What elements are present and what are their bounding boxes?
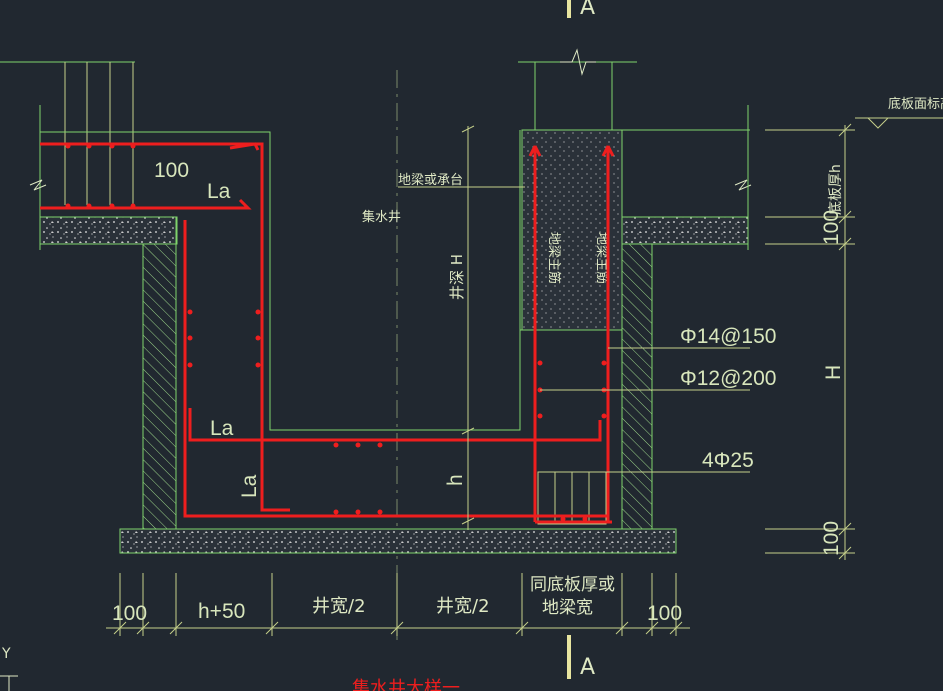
dim-100-right-top: 100	[820, 210, 843, 245]
pit-depth-label: 井深 H	[448, 254, 466, 300]
bottom-slab	[119, 528, 677, 554]
bottom-dim-half-width-1: 井宽/2	[312, 596, 366, 617]
bottom-dim-slab-or-beam-2: 地梁宽	[542, 598, 593, 618]
la-label-mid: La	[210, 417, 234, 440]
rebar-lines	[40, 142, 615, 524]
la-label-low: La	[238, 474, 261, 498]
right-beam-structure: 地梁主筋 地梁主筋	[518, 48, 752, 530]
beam-inner-label-left: 地梁主筋	[546, 232, 562, 284]
rebar-dots	[65, 143, 607, 522]
section-mark-top: A	[567, 0, 595, 20]
left-slab-structure	[0, 61, 521, 530]
bottom-dim-slab-or-beam-1: 同底板厚或	[530, 575, 615, 595]
drawing-title: 集水井大样一	[352, 678, 460, 691]
bottom-dimension-line	[106, 573, 690, 636]
pit-walls	[175, 217, 623, 529]
sump-pit-label: 集水井	[362, 209, 401, 225]
beam-cap-label: 地梁或承台	[398, 173, 463, 188]
callout-phi14: Φ14@150	[680, 325, 776, 348]
bottom-dim-half-width-2: 井宽/2	[436, 596, 490, 617]
section-mark-bottom: A	[567, 635, 595, 680]
slab-thickness-label: 底板厚h	[828, 164, 844, 215]
bottom-dim-h50: h+50	[198, 600, 245, 623]
dim-100-right-bottom: 100	[820, 521, 843, 556]
h-small-label: h	[444, 474, 467, 486]
anchor-100-label: 100	[154, 159, 189, 182]
svg-text:A: A	[580, 655, 595, 680]
callout-phi12: Φ12@200	[680, 367, 776, 390]
bottom-dim-100-right: 100	[647, 602, 682, 625]
right-dimensions	[765, 117, 943, 560]
slab-top-elevation-label: 底板面标高	[888, 96, 943, 112]
y-axis-marker: Y	[1, 646, 11, 662]
callout-4phi25: 4Φ25	[702, 449, 754, 472]
right-H-label: H	[822, 365, 845, 380]
la-label-top: La	[207, 180, 231, 203]
rebar-callouts: Φ14@150 Φ12@200 4Φ25	[540, 325, 776, 473]
beam-inner-label-right: 地梁主筋	[594, 232, 610, 284]
svg-text:A: A	[580, 0, 595, 20]
bottom-dim-100-left: 100	[112, 602, 147, 625]
